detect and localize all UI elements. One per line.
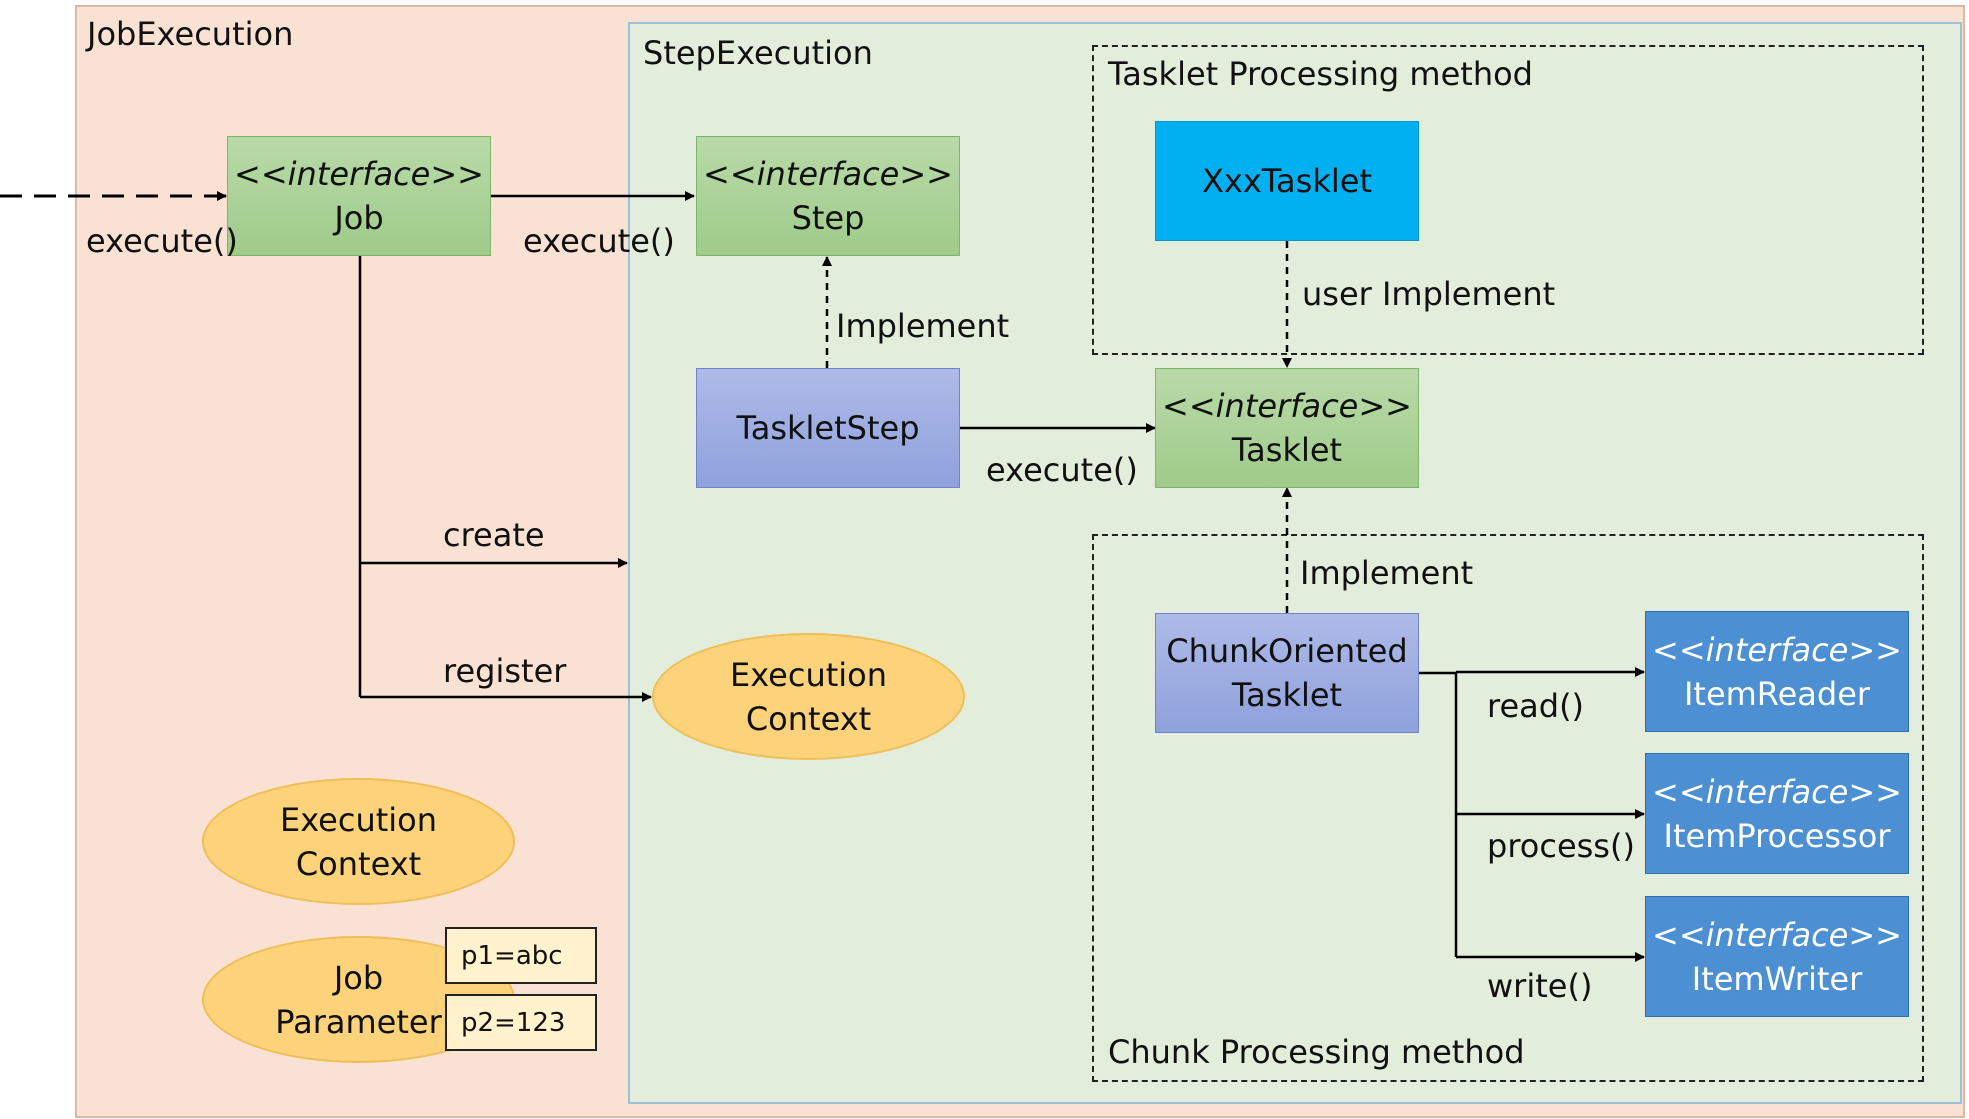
job-execution-context-node: Execution Context bbox=[202, 778, 515, 905]
job-context-line2: Context bbox=[295, 844, 422, 883]
tasklet-step-name: TaskletStep bbox=[736, 409, 920, 447]
step-execution-title: StepExecution bbox=[643, 34, 873, 72]
xxx-tasklet-name: XxxTasklet bbox=[1202, 162, 1372, 200]
external-execute-label: execute() bbox=[86, 222, 238, 260]
job-context-line1: Execution bbox=[279, 800, 438, 839]
chunk-tasklet-line2: Tasklet bbox=[1231, 676, 1343, 714]
item-writer-node: <<interface>> ItemWriter bbox=[1645, 896, 1909, 1017]
job-step-execute-label: execute() bbox=[523, 222, 675, 260]
tasklet-stereotype: <<interface>> bbox=[1162, 387, 1412, 425]
step-context-line2: Context bbox=[745, 699, 872, 738]
tasklet-processing-title: Tasklet Processing method bbox=[1108, 55, 1533, 93]
write-label: write() bbox=[1487, 967, 1593, 1005]
item-reader-node: <<interface>> ItemReader bbox=[1645, 611, 1909, 732]
step-implement-label: Implement bbox=[836, 307, 1010, 345]
tasklet-name: Tasklet bbox=[1231, 431, 1343, 469]
tasklet-step-execute-label: execute() bbox=[986, 451, 1138, 489]
process-label: process() bbox=[1487, 827, 1635, 865]
chunk-implement-label: Implement bbox=[1300, 554, 1474, 592]
chunk-processing-title: Chunk Processing method bbox=[1108, 1033, 1525, 1071]
chunk-processing-region bbox=[1092, 534, 1924, 1082]
item-reader-name: ItemReader bbox=[1683, 674, 1871, 713]
job-interface-node: <<interface>> Job bbox=[227, 136, 491, 256]
step-stereotype: <<interface>> bbox=[703, 155, 953, 193]
tasklet-interface-node: <<interface>> Tasklet bbox=[1155, 368, 1419, 488]
create-label: create bbox=[443, 516, 545, 554]
tasklet-processing-region bbox=[1092, 45, 1924, 355]
register-label: register bbox=[443, 652, 567, 690]
item-processor-name: ItemProcessor bbox=[1663, 816, 1891, 855]
tasklet-step-node: TaskletStep bbox=[696, 368, 960, 488]
read-label: read() bbox=[1487, 687, 1585, 725]
chunk-tasklet-line1: ChunkOriented bbox=[1166, 632, 1408, 670]
chunk-oriented-tasklet-node: ChunkOriented Tasklet bbox=[1155, 613, 1419, 733]
user-implement-label: user Implement bbox=[1302, 275, 1556, 313]
step-interface-node: <<interface>> Step bbox=[696, 136, 960, 256]
item-processor-node: <<interface>> ItemProcessor bbox=[1645, 753, 1909, 874]
job-stereotype: <<interface>> bbox=[234, 155, 484, 193]
step-execution-context-node: Execution Context bbox=[652, 633, 965, 760]
item-reader-stereotype: <<interface>> bbox=[1652, 630, 1902, 669]
step-context-line1: Execution bbox=[729, 655, 888, 694]
job-parameter-line2: Parameter bbox=[275, 1002, 442, 1041]
job-execution-title: JobExecution bbox=[87, 15, 294, 53]
item-writer-stereotype: <<interface>> bbox=[1652, 915, 1902, 954]
item-processor-stereotype: <<interface>> bbox=[1652, 772, 1902, 811]
step-name: Step bbox=[791, 199, 865, 237]
job-parameter-line1: Job bbox=[333, 958, 384, 997]
item-writer-name: ItemWriter bbox=[1691, 959, 1863, 998]
param-box-p1: p1=abc bbox=[445, 927, 597, 984]
job-name: Job bbox=[334, 199, 384, 237]
param-box-p2: p2=123 bbox=[445, 994, 597, 1051]
xxx-tasklet-node: XxxTasklet bbox=[1155, 121, 1419, 241]
